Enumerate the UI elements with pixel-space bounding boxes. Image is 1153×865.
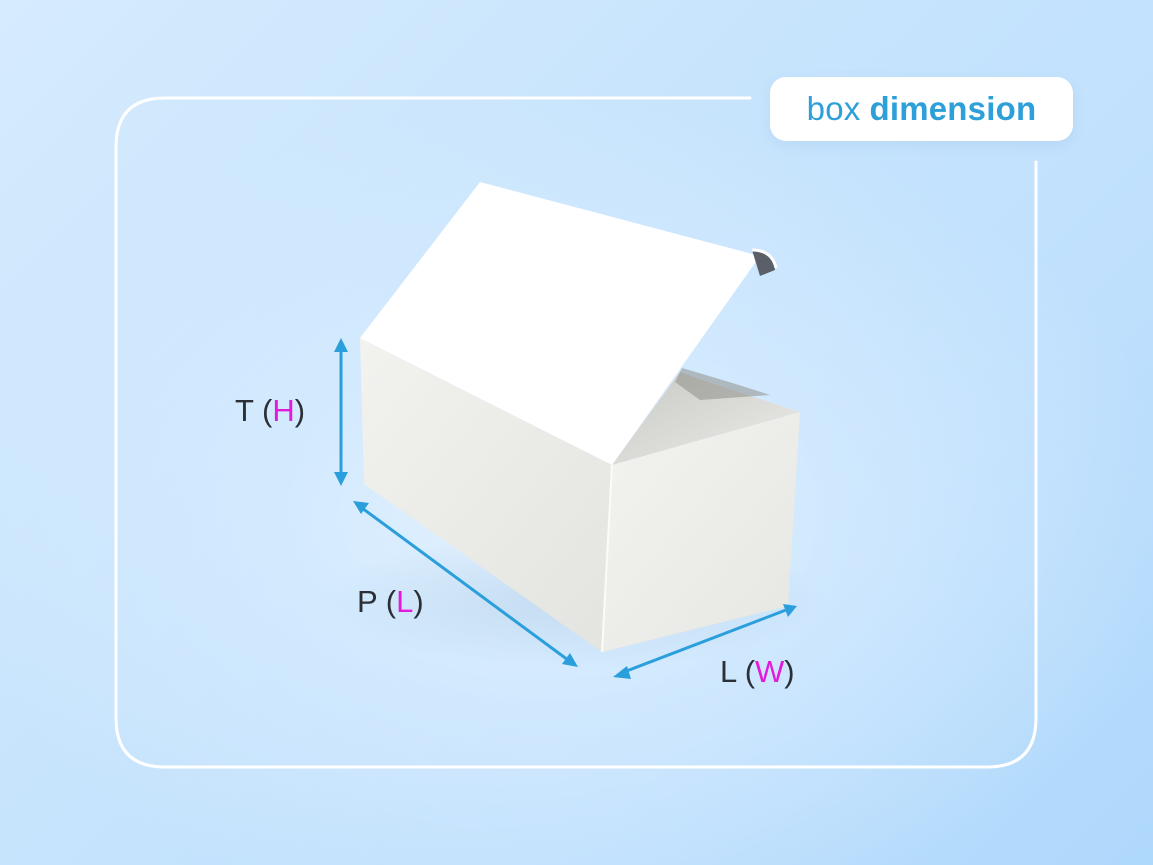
box-lid-curl bbox=[752, 250, 775, 276]
height-label-primary: T bbox=[235, 393, 254, 428]
box-lid-curl-edge bbox=[751, 248, 778, 269]
title-badge: box dimension bbox=[770, 77, 1073, 141]
width-label: L (W) bbox=[720, 654, 795, 689]
box-inner-wall bbox=[612, 372, 800, 465]
box-inner-dark bbox=[675, 368, 770, 400]
title-bold-text: dimension bbox=[869, 90, 1037, 127]
length-label-primary: P bbox=[357, 584, 378, 619]
box-edge-highlight bbox=[601, 464, 613, 653]
length-arrow bbox=[353, 501, 578, 667]
length-label-secondary: L bbox=[396, 584, 414, 619]
box-lid bbox=[360, 182, 760, 465]
width-label-primary: L bbox=[720, 654, 737, 689]
box-front-face bbox=[360, 338, 612, 652]
box-side-face bbox=[602, 412, 800, 652]
height-arrow bbox=[334, 338, 348, 486]
width-label-secondary: W bbox=[755, 654, 785, 689]
frame-outline bbox=[114, 96, 1038, 769]
height-label-secondary: H bbox=[272, 393, 295, 428]
width-arrow bbox=[613, 604, 797, 679]
length-label: P (L) bbox=[357, 584, 424, 619]
height-label: T (H) bbox=[235, 393, 306, 428]
title-light-text: box bbox=[806, 90, 861, 127]
